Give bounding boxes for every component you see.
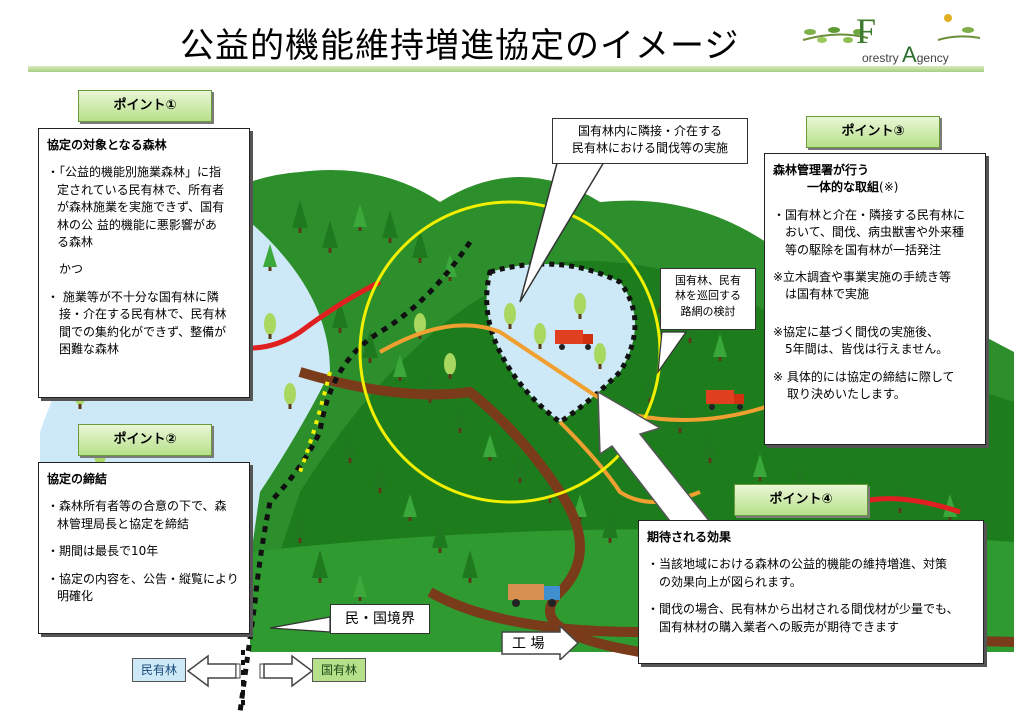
logo-orestry: orestry [862, 51, 899, 65]
factory-text: 工 場 [512, 636, 545, 652]
legend-private-forest: 民有林 [132, 658, 186, 682]
point3-note: ※協定に基づく間伐の実施後、 [773, 324, 940, 339]
point1-item: 林の公 益的機能に悪影響があ [57, 217, 217, 232]
point3-badge: ポイント③ [806, 116, 940, 148]
point4-badge: ポイント④ [734, 484, 868, 516]
point3-note: ※ 具体的には協定の締結に際して [773, 369, 955, 384]
point2-item: 林管理局長と協定を締結 [57, 516, 190, 531]
leaf-logo-icon [802, 14, 981, 43]
point2-badge: ポイント② [78, 424, 212, 456]
point3-note: 取り決めいたします。 [787, 386, 906, 401]
boundary-highlight [298, 371, 332, 473]
right-arrow-icon [259, 654, 314, 688]
legend-national-forest: 国有林 [312, 658, 366, 682]
point3-item: おいて、間伐、病虫獣害や外来種 [785, 225, 965, 240]
point3-box: 森林管理署が行う 一体的な取組(※) ・国有林と介在・隣接する民有林に おいて、… [764, 153, 986, 445]
point3-heading-2-suffix: (※) [879, 180, 899, 195]
point1-item: 接・介在する民有林で、民有林 [59, 307, 227, 322]
point3-heading-2-text: 一体的な取組 [807, 180, 880, 195]
point3-note: 5年間は、皆伐は行えません。 [785, 342, 949, 357]
point2-box: 協定の締結 ・森林所有者等の合意の下で、森 林管理局長と協定を締結 ・期間は最長… [38, 462, 250, 634]
logo-text: orestry Agency [862, 42, 949, 68]
point1-box: 協定の対象となる森林 ・「公益的機能別施業森林」に指 定されている民有林で、所有… [38, 128, 250, 398]
point3-item: 等の駆除を国有林が一括発注 [785, 242, 942, 257]
point2-item: ・森林所有者等の合意の下で、森 [47, 499, 227, 514]
point2-item: 明確化 [57, 588, 94, 603]
point2-item: ・期間は最長で10年 [47, 544, 159, 559]
point4-heading: 期待される効果 [647, 530, 732, 544]
factory-arrow-icon [501, 626, 580, 660]
enclave-callout-line1: 国有林内に隣接・介在する [577, 124, 722, 138]
red-road-right [859, 496, 961, 515]
logo-letter-f: F [856, 11, 877, 51]
point3-heading-2: 一体的な取組(※) [773, 179, 977, 196]
road-to-factory [427, 587, 1014, 647]
point1-item: 定されている民有林で、所有者 [57, 182, 225, 197]
boundary-line [237, 240, 473, 713]
enclave-callout-line2: 民有林における間伐等の実施 [571, 140, 728, 155]
road-network-callout: 国有林、民有 林を巡回する 路網の検討 [660, 268, 756, 330]
road-callout-line2: 林を巡回する [675, 289, 741, 303]
orange-road [379, 323, 781, 422]
point1-conjunction: かつ [59, 262, 84, 277]
point1-heading: 協定の対象となる森林 [47, 138, 167, 152]
legend-boundary-dash [241, 650, 245, 710]
road-callout-line3: 路網の検討 [680, 304, 736, 318]
page-title: 公益的機能維持増進協定のイメージ [180, 26, 740, 66]
point1-item: 間での集約化ができず、整備が [59, 324, 227, 339]
point4-item: 国有林材の購入業者への販売が期待できます [659, 619, 900, 634]
point1-item: る森林 [57, 234, 94, 249]
point4-item: ・間伐の場合、民有林から出材される間伐材が少量でも、 [647, 602, 959, 617]
enclave-callout: 国有林内に隣接・介在する 民有林における間伐等の実施 [552, 118, 748, 164]
point4-box: 期待される効果 ・当該地域における森林の公益的機能の維持増進、対策 の効果向上が… [638, 520, 984, 664]
point1-item: 困難な森林 [59, 341, 120, 356]
point1-item: ・ 施業等が不十分な国有林に隣 [47, 289, 219, 304]
truck-right [706, 390, 744, 410]
point4-item: ・当該地域における森林の公益的機能の維持増進、対策 [647, 557, 948, 572]
point2-heading: 協定の締結 [47, 472, 108, 486]
point2-item: ・協定の内容を、公告・縦覧により [47, 571, 239, 586]
road-callout-line1: 国有林、民有 [675, 274, 741, 287]
point1-item: が森林施業を実施できず、国有 [57, 200, 225, 215]
road-callout-pointer [657, 331, 688, 375]
point1-badge: ポイント① [78, 90, 212, 122]
point3-note: ※立木調査や事業実施の手続き等 [773, 269, 952, 284]
point3-note: は国有林で実施 [785, 287, 870, 302]
truck-road [508, 584, 560, 607]
title-underline [28, 66, 984, 72]
boundary-callout: 民・国境界 [330, 604, 430, 634]
logo-gency: gency [916, 51, 949, 65]
point1-item: ・「公益的機能別施業森林」に指 [47, 165, 222, 180]
point3-item: ・国有林と介在・隣接する民有林に [773, 207, 966, 222]
truck-enclave [555, 330, 593, 350]
point4-item: の効果向上が図られます。 [659, 574, 802, 589]
logo-letter-a: A [902, 42, 917, 67]
left-arrow-icon [186, 654, 241, 688]
point3-heading-1: 森林管理署が行う [773, 163, 870, 177]
